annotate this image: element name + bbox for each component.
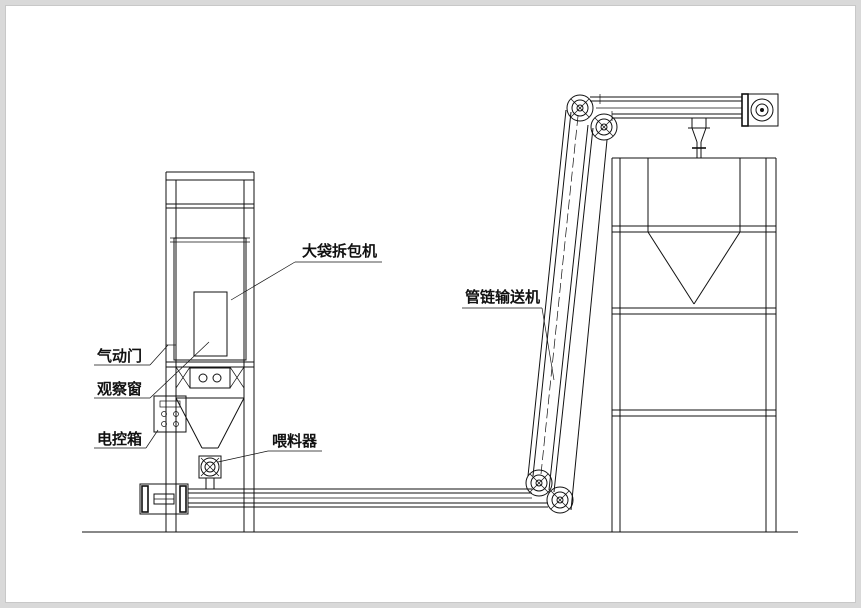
label-feeder: 喂料器 <box>272 432 318 450</box>
horizontal-conveyor-tube <box>188 488 548 508</box>
label-unpacker: 大袋拆包机 <box>302 242 377 260</box>
bag-unloader-frame <box>165 171 255 532</box>
silo-frame <box>611 157 777 532</box>
top-corner-sprocket-inner <box>590 113 618 141</box>
label-pneumatic-door: 气动门 <box>96 347 142 365</box>
rotary-feeder <box>198 455 222 489</box>
bag-support <box>174 359 246 389</box>
top-conveyor-tube <box>590 94 742 121</box>
label-observation-window: 观察窗 <box>97 380 142 398</box>
bottom-corner-sprocket-outer <box>525 469 553 497</box>
leader-observation-window <box>94 341 210 399</box>
label-tube-chain-conveyor: 管链输送机 <box>465 288 540 306</box>
leader-control-box <box>94 429 159 449</box>
leader-pneumatic-door <box>94 344 169 366</box>
bag-box <box>170 237 250 361</box>
conveyor-drive-left <box>139 483 189 515</box>
bottom-corner-sprocket-inner <box>546 486 574 514</box>
leader-unpacker <box>230 261 382 301</box>
inclined-conveyor-tube <box>527 109 608 511</box>
control-box-shape <box>153 395 187 433</box>
observation-window-shape <box>193 291 228 357</box>
silo-bin <box>647 158 741 305</box>
leader-tube-chain-conveyor <box>462 307 555 381</box>
top-corner-sprocket-outer <box>566 94 594 122</box>
conveyor-drive-right <box>741 93 779 127</box>
leader-feeder <box>217 450 322 463</box>
label-control-box: 电控箱 <box>97 430 142 448</box>
discharge-spout <box>688 118 710 158</box>
